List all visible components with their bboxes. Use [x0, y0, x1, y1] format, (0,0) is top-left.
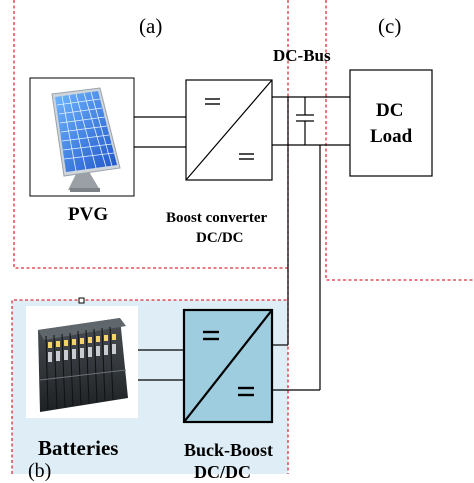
pv-boost-wires [134, 116, 186, 148]
dc-load-box [349, 69, 433, 177]
pvg-label: PVG [68, 204, 109, 225]
boost-converter-icon [185, 79, 273, 181]
buck-boost-label: Buck-Boost [184, 440, 274, 460]
battery-bank-icon [26, 306, 138, 418]
battery-buckboost-wires [138, 344, 320, 391]
buck-boost-converter-icon [182, 308, 274, 424]
region-b-label: (b) [28, 460, 52, 482]
solar-panel-icon [29, 77, 135, 197]
region-a-border [13, 0, 288, 269]
region-a-label: (a) [139, 14, 163, 38]
capacitor-icon [296, 97, 314, 145]
region-c-label: (c) [378, 14, 402, 38]
region-b-border [11, 299, 288, 474]
dc-bus-wires [272, 96, 350, 390]
dc-load-label-line2: Load [370, 126, 413, 147]
batteries-label: Batteries [38, 436, 119, 460]
boost-converter-type-label: DC/DC [196, 230, 244, 246]
boost-converter-label: Boost converter [166, 210, 268, 226]
dc-load-label-line1: DC [376, 100, 404, 121]
dc-bus-label: DC-Bus [273, 46, 331, 65]
marker-square [78, 297, 85, 304]
buck-boost-type-label: DC/DC [194, 462, 251, 482]
